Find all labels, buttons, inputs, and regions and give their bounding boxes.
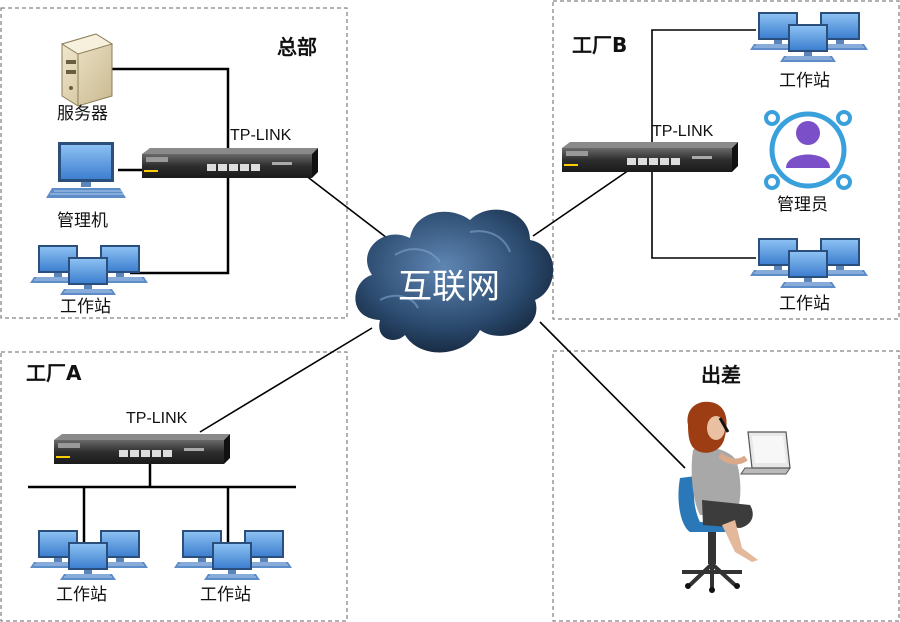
workstations-factory-a-left-icon	[30, 530, 148, 580]
admin-user-icon	[764, 110, 852, 190]
router-factory-b	[562, 142, 738, 172]
admin-pc-icon	[46, 142, 126, 198]
workstations-factory-b-top-icon	[750, 12, 868, 62]
workstations-factory-b-bottom-label: 工作站	[779, 294, 830, 314]
workstations-factory-b-bottom-icon	[750, 238, 868, 288]
factory-a-links	[28, 462, 296, 542]
workstations-factory-a-right-label: 工作站	[200, 585, 251, 605]
server-label: 服务器	[57, 104, 108, 124]
admin-user-label: 管理员	[777, 195, 828, 215]
router-hq	[142, 148, 318, 178]
zone-title-factory-a: 工厂A	[26, 361, 82, 385]
workstations-hq-icon	[30, 245, 148, 295]
router-label-hq: TP-LINK	[230, 127, 292, 144]
zone-title-factory-b: 工厂B	[572, 33, 627, 57]
zone-title-travel: 出差	[701, 363, 741, 387]
workstations-factory-a-right-icon	[174, 530, 292, 580]
router-label-factory-a: TP-LINK	[126, 410, 188, 427]
zone-hq-border	[0, 7, 348, 319]
workstations-factory-b-top-label: 工作站	[779, 71, 830, 91]
cloud-label: 互联网	[398, 267, 500, 307]
zone-factory-a-border	[0, 351, 348, 622]
workstations-factory-a-left-label: 工作站	[56, 585, 107, 605]
zone-title-hq: 总部	[277, 35, 317, 59]
admin-pc-label: 管理机	[57, 211, 108, 231]
router-factory-a	[54, 434, 230, 464]
router-label-factory-b: TP-LINK	[652, 123, 714, 140]
server-icon	[60, 33, 114, 107]
factory-b-links	[651, 29, 756, 259]
traveler-icon	[678, 401, 791, 593]
zone-factory-b-border	[552, 0, 900, 320]
wan-links	[199, 167, 686, 469]
workstations-hq-label: 工作站	[60, 297, 111, 317]
internet-cloud: 互联网	[355, 209, 554, 353]
